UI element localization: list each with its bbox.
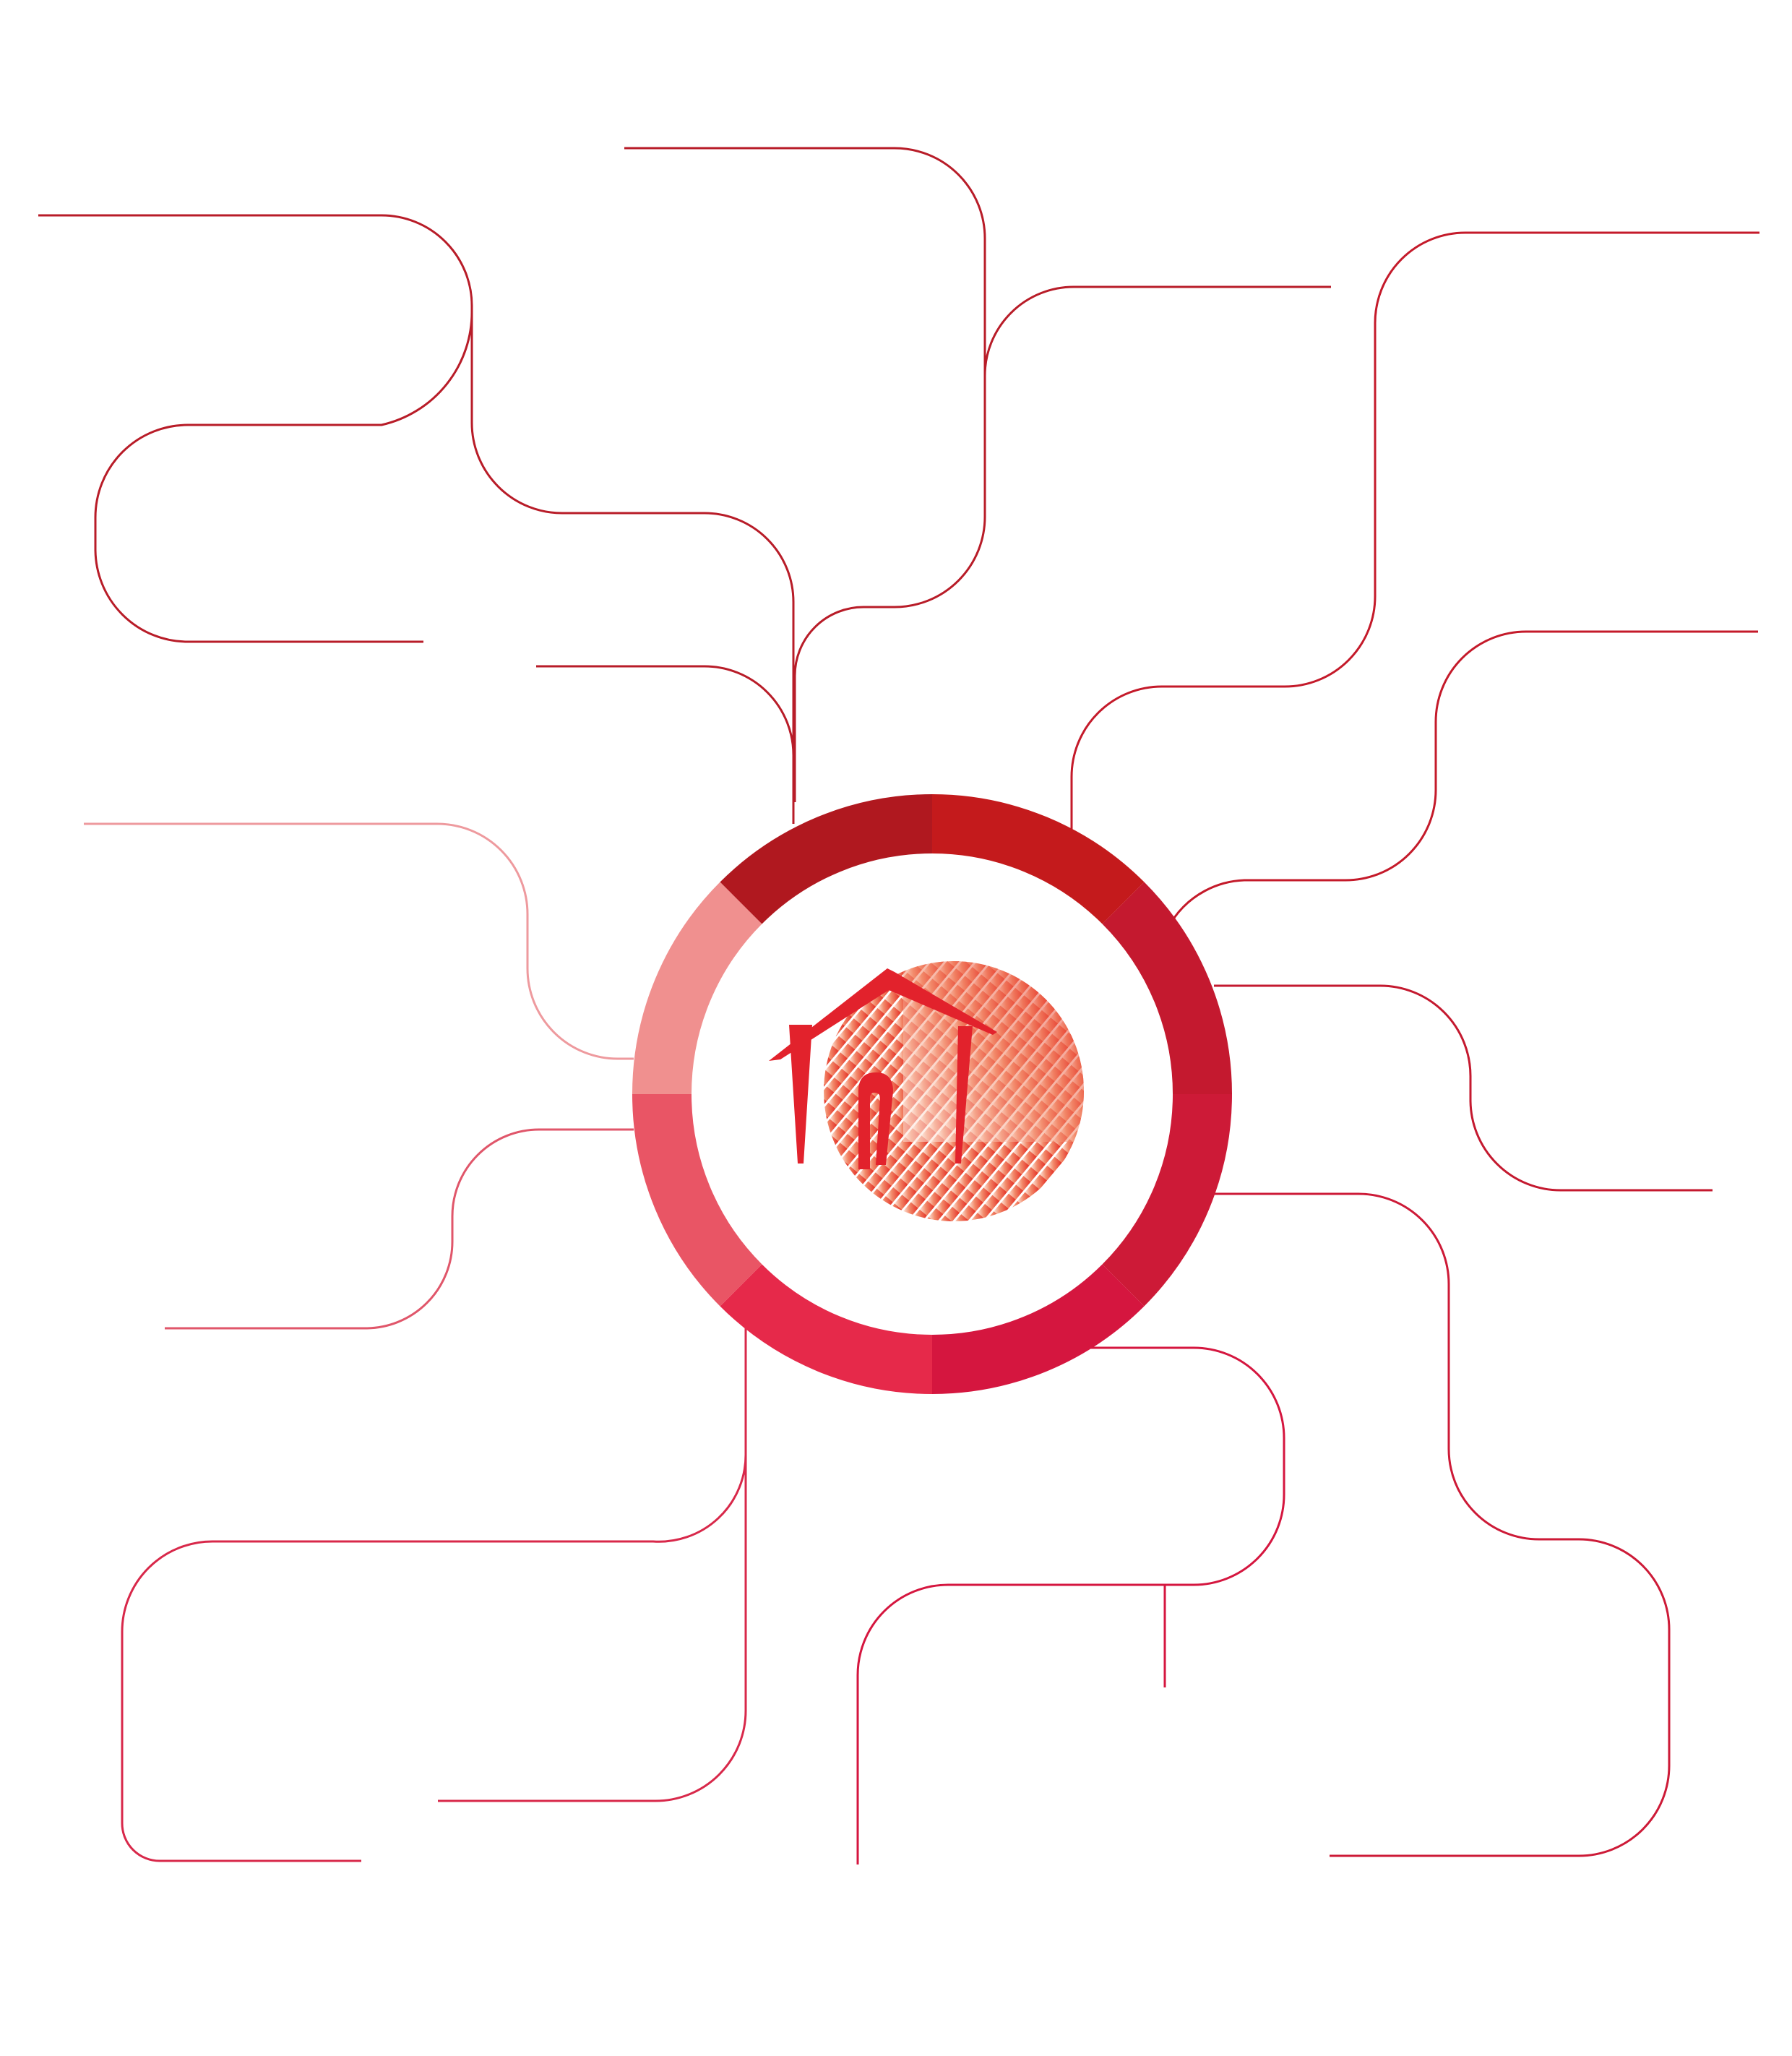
house-logo-icon (769, 961, 1084, 1221)
connector-top-right (1070, 231, 1759, 835)
connector-left-mid (536, 665, 795, 756)
connector-bottom-left-loop (121, 1454, 747, 1862)
house-door (858, 1072, 893, 1169)
ring-segment-4 (931, 1264, 1145, 1394)
connector-left-upper (84, 822, 634, 1060)
connector-top-left-loop (94, 310, 473, 643)
ring-segment-1 (931, 794, 1145, 924)
connector-top-left (38, 214, 795, 824)
ring-segment-7 (632, 882, 762, 1095)
ring-segment-3 (1102, 1093, 1232, 1307)
connector-bottom-center-left (438, 1328, 747, 1802)
connector-top-center-branch (983, 285, 1331, 377)
ring-segment-2 (1102, 882, 1232, 1095)
connector-right-lower (1214, 1192, 1671, 1857)
ring-segment-6 (632, 1093, 762, 1307)
connector-left-lower (165, 1128, 634, 1330)
connector-lines (38, 147, 1759, 1864)
center-ring (632, 794, 1232, 1394)
connector-right-upper (1173, 630, 1758, 919)
connector-bottom-center-right (856, 1346, 1285, 1864)
house-left-wall (789, 1025, 812, 1164)
house-right-wall (955, 1026, 973, 1164)
connector-right-mid (1214, 984, 1713, 1192)
ring-segment-5 (720, 1264, 933, 1394)
ring-segment-8 (720, 794, 933, 924)
connector-top-center (624, 147, 986, 802)
